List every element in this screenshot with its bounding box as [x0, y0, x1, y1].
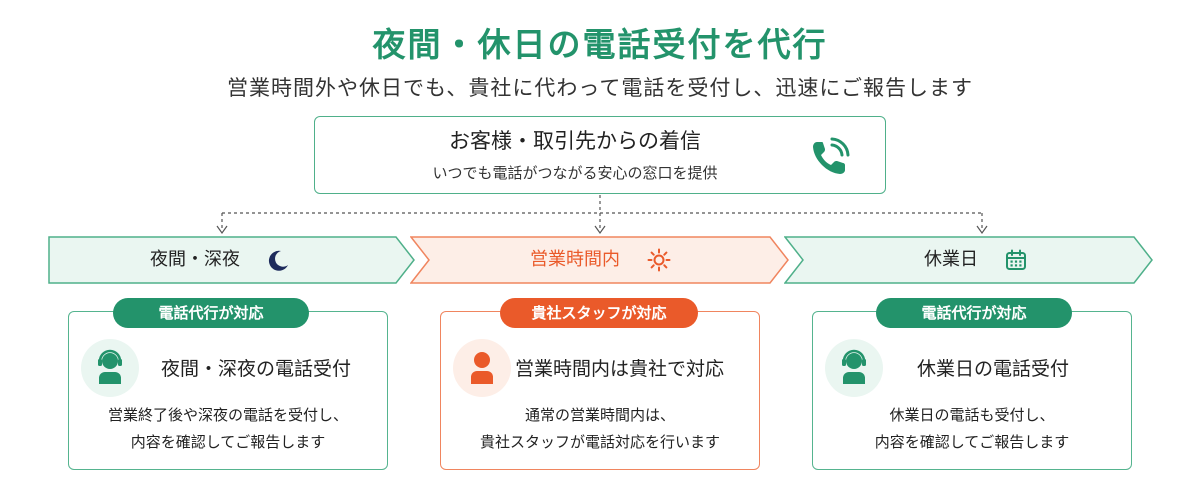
card-heading: 営業時間内は貴社で対応 [515, 358, 725, 380]
staff-person-icon [471, 352, 493, 384]
banner-night: 夜間・深夜 [48, 236, 416, 284]
page-title: 夜間・休日の電話受付を代行 [372, 25, 828, 64]
card-business-hours: 営業時間内は貴社で対応 通常の営業時間内は、 貴社スタッフが電話対応を行います [440, 311, 760, 470]
banner-business-hours-shape [410, 236, 789, 284]
card-night: 夜間・深夜の電話受付 営業終了後や深夜の電話を受付し、 内容を確認してご報告しま… [68, 311, 388, 470]
card-description-line: 貴社スタッフが電話対応を行います [479, 433, 720, 451]
incoming-call-title: お客様・取引先からの着信 [449, 129, 701, 153]
status-badge: 電話代行が対応 [113, 298, 309, 328]
status-badge: 貴社スタッフが対応 [500, 298, 698, 328]
card-description: 休業日の電話も受付し、 内容を確認してご報告します [813, 402, 1131, 456]
page-subtitle: 営業時間外や休日でも、貴社に代わって電話を受付し、迅速にご報告します [227, 76, 973, 100]
incoming-call-subtitle: いつでも電話がつながる安心の窓口を提供 [432, 164, 718, 182]
headset-operator-icon [842, 349, 866, 384]
card-description-line: 内容を確認してご報告します [130, 433, 326, 451]
headset-operator-icon [98, 349, 122, 384]
card-description-line: 内容を確認してご報告します [874, 433, 1070, 451]
card-description-line: 通常の営業時間内は、 [524, 406, 675, 424]
card-description: 営業終了後や深夜の電話を受付し、 内容を確認してご報告します [69, 402, 387, 456]
card-holiday: 休業日の電話受付 休業日の電話も受付し、 内容を確認してご報告します [812, 311, 1132, 470]
calendar-icon [1006, 249, 1026, 270]
banner-holiday-shape [784, 236, 1153, 284]
card-heading: 休業日の電話受付 [917, 358, 1070, 380]
avatar [453, 339, 511, 397]
banner-night-label: 夜間・深夜 [150, 249, 240, 270]
card-description: 通常の営業時間内は、 貴社スタッフが電話対応を行います [441, 402, 759, 456]
avatar [81, 339, 139, 397]
banner-night-shape [48, 236, 415, 284]
avatar [825, 339, 883, 397]
card-heading: 夜間・深夜の電話受付 [161, 358, 352, 380]
banner-holiday: 休業日 [784, 236, 1154, 284]
banner-business-hours: 営業時間内 [410, 236, 790, 284]
banner-holiday-label: 休業日 [924, 249, 978, 270]
banner-business-hours-label: 営業時間内 [530, 249, 620, 270]
sun-icon [647, 248, 671, 272]
status-badge: 電話代行が対応 [876, 298, 1072, 328]
card-description-line: 営業終了後や深夜の電話を受付し、 [107, 406, 348, 424]
moon-icon [268, 250, 288, 271]
incoming-call-box: お客様・取引先からの着信 いつでも電話がつながる安心の窓口を提供 [314, 116, 886, 194]
card-description-line: 休業日の電話も受付し、 [889, 406, 1055, 424]
phone-call-icon [813, 137, 850, 174]
